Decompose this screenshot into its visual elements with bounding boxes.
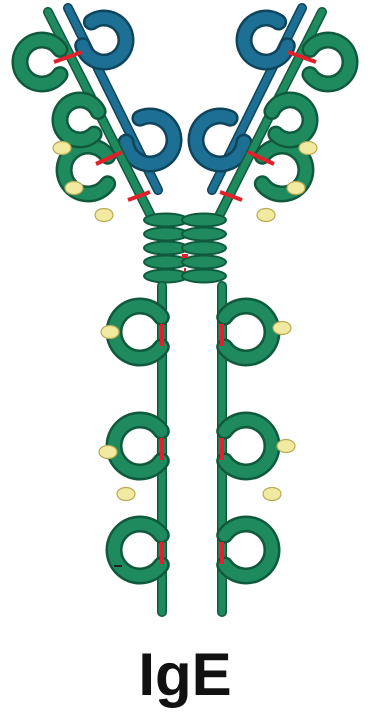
- heavy-chain-left-fc-domain-3: [114, 524, 161, 576]
- heavy-chain-left-hinge-loop: [60, 100, 98, 140]
- glycan-icon: [257, 209, 275, 222]
- light-chain-right-cl-domain: [196, 116, 244, 164]
- heavy-chain-left-fc-domain-2: [114, 420, 161, 472]
- glycan-icon: [53, 142, 71, 155]
- heavy-chain-right-fc-domain-3: [225, 524, 272, 576]
- glycan-icon: [117, 488, 135, 501]
- glycan-icon: [277, 440, 295, 453]
- glycan-icon: [287, 182, 305, 195]
- glycan-icon: [65, 182, 83, 195]
- heavy-chain-right-ch2-plate-5: [182, 270, 226, 283]
- ige-antibody-diagram: [0, 0, 370, 640]
- antibody-class-label: IgE: [0, 640, 370, 721]
- glycan-icon: [101, 326, 119, 339]
- heavy-chain-right-fc-domain-1: [225, 306, 272, 358]
- heavy-chain-left-vh-domain: [20, 40, 60, 84]
- glycan-icon: [273, 322, 291, 335]
- heavy-chains: [20, 12, 350, 612]
- heavy-chain-right-hinge-loop: [272, 100, 310, 140]
- heavy-chain-right-ch2-plate-4: [182, 256, 226, 269]
- glycan-icon: [99, 446, 117, 459]
- heavy-chain-right-ch2-plate-2: [182, 228, 226, 241]
- heavy-chain-right-ch2-plate-1: [182, 214, 226, 227]
- light-chain-left-cl-domain: [126, 116, 174, 164]
- heavy-chain-right-vh-domain: [310, 40, 350, 84]
- heavy-chain-right-fc-domain-2: [225, 420, 272, 472]
- heavy-chain-right-ch2-plate-3: [182, 242, 226, 255]
- glycan-icon: [299, 142, 317, 155]
- heavy-chain-left-fc-domain-1: [114, 306, 161, 358]
- glycan-icon: [263, 488, 281, 501]
- glycan-icon: [95, 209, 113, 222]
